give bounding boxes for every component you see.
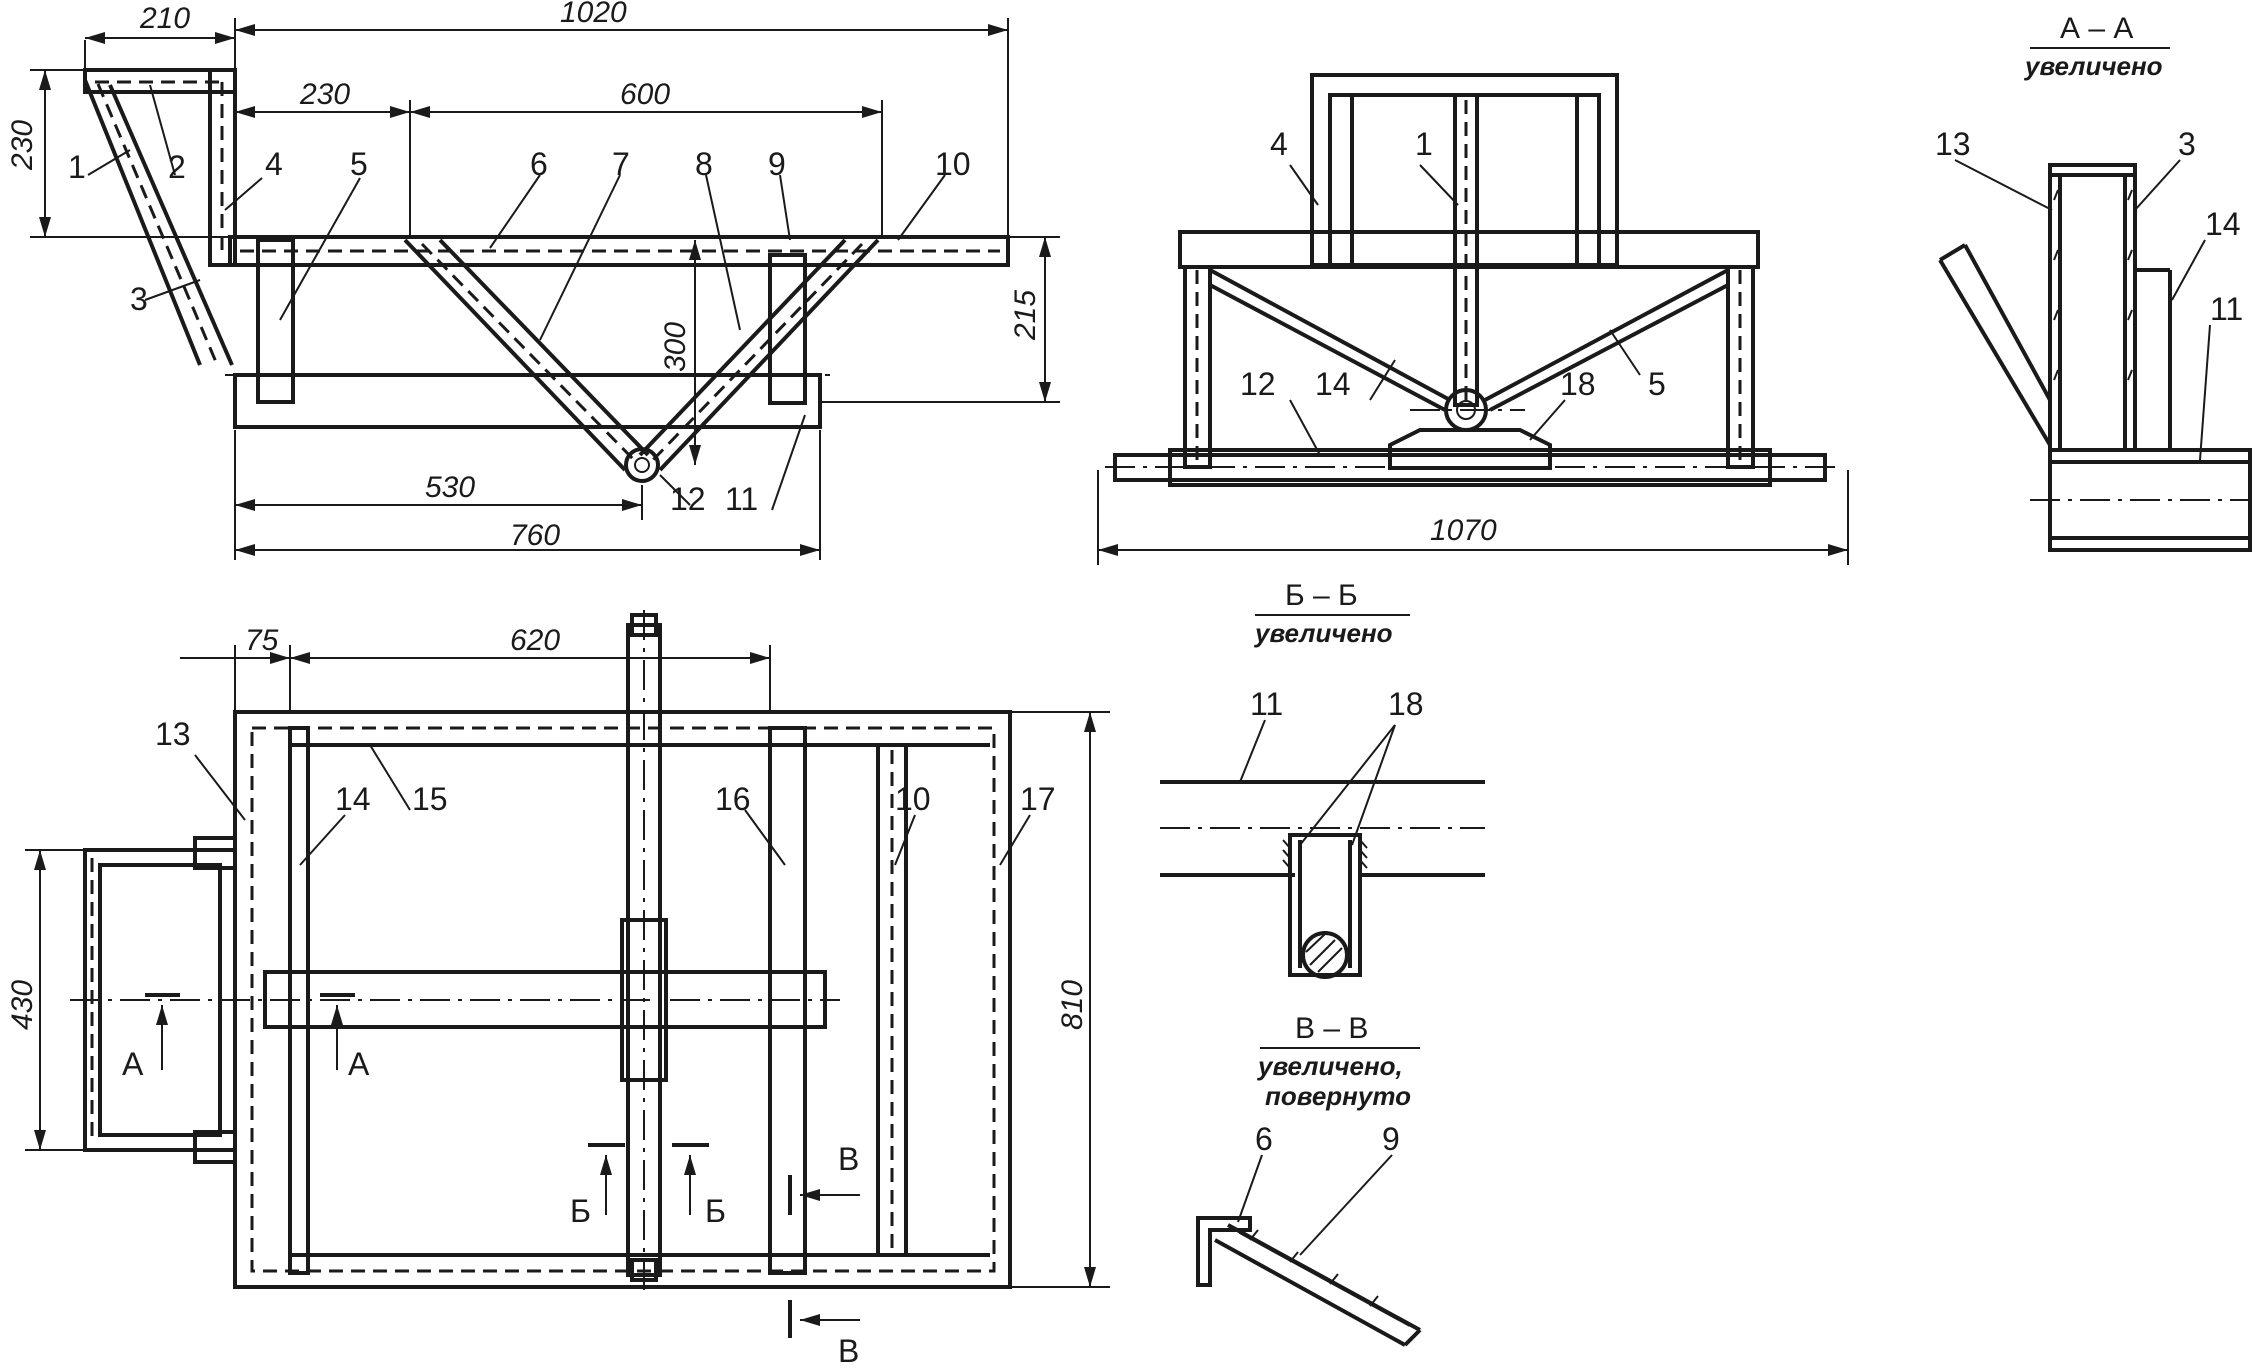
plan-part-14: 14 — [335, 781, 371, 817]
side-view — [30, 18, 1060, 560]
part-3: 3 — [130, 281, 148, 317]
part-5: 5 — [350, 146, 368, 182]
plan-view — [25, 610, 1110, 1338]
mark-v-bottom: В — [838, 1333, 859, 1368]
vv-part-6: 6 — [1255, 1121, 1273, 1157]
section-aa — [1938, 159, 2252, 552]
aa-part-14: 14 — [2205, 206, 2241, 242]
mark-b-right: Б — [705, 1193, 726, 1229]
part-6: 6 — [530, 146, 548, 182]
plan-part-13: 13 — [155, 716, 191, 752]
vv-part-9: 9 — [1382, 1121, 1400, 1157]
section-bb-title: Б – Б — [1285, 579, 1358, 612]
front-part-1: 1 — [1415, 126, 1433, 162]
part-8: 8 — [695, 146, 713, 182]
dim-210: 210 — [139, 2, 190, 35]
plan-part-16: 16 — [715, 781, 751, 817]
section-vv-note1: увеличено, — [1256, 1051, 1403, 1081]
dim-620: 620 — [510, 624, 560, 657]
aa-part-3: 3 — [2178, 126, 2196, 162]
front-part-4: 4 — [1270, 126, 1288, 162]
part-7: 7 — [612, 146, 630, 182]
dim-300: 300 — [659, 322, 692, 372]
section-aa-note: увеличено — [2023, 51, 2163, 81]
mark-a-left: А — [122, 1046, 144, 1082]
dim-230-top: 230 — [299, 78, 350, 111]
part-11: 11 — [725, 481, 758, 517]
dim-215: 215 — [1009, 290, 1042, 341]
part-1: 1 — [68, 149, 86, 185]
mark-v-top: В — [838, 1141, 859, 1177]
section-vv-note2: повернуто — [1265, 1081, 1411, 1111]
dim-75: 75 — [245, 624, 279, 657]
front-part-12: 12 — [1240, 366, 1276, 402]
dim-600: 600 — [620, 78, 670, 111]
front-part-14: 14 — [1315, 366, 1351, 402]
dim-230-left: 230 — [6, 120, 39, 171]
section-vv-title: В – В — [1295, 1012, 1368, 1045]
part-2: 2 — [168, 149, 186, 185]
section-aa-title: А – А — [2060, 12, 2133, 45]
mark-b-left: Б — [570, 1193, 591, 1229]
part-10: 10 — [935, 146, 971, 182]
part-12: 12 — [670, 481, 706, 517]
dim-430: 430 — [6, 980, 39, 1030]
plan-part-10: 10 — [895, 781, 931, 817]
front-part-5: 5 — [1648, 366, 1666, 402]
front-view — [1097, 73, 1849, 565]
section-bb — [1160, 719, 1485, 979]
dim-760: 760 — [510, 519, 560, 552]
part-4: 4 — [265, 146, 283, 182]
plan-part-17: 17 — [1020, 781, 1056, 817]
dim-1070: 1070 — [1430, 514, 1497, 547]
bb-part-11: 11 — [1250, 686, 1283, 722]
dim-1020: 1020 — [560, 0, 627, 29]
section-vv — [1196, 1154, 1422, 1347]
bb-part-18: 18 — [1388, 686, 1424, 722]
part-9: 9 — [768, 146, 786, 182]
dim-810: 810 — [1056, 980, 1089, 1030]
plan-part-15: 15 — [412, 781, 448, 817]
aa-part-13: 13 — [1935, 126, 1971, 162]
dim-530: 530 — [425, 471, 475, 504]
aa-part-11: 11 — [2210, 291, 2243, 327]
front-part-18: 18 — [1560, 366, 1596, 402]
mark-a-right: А — [348, 1046, 370, 1082]
section-bb-note: увеличено — [1253, 618, 1393, 648]
